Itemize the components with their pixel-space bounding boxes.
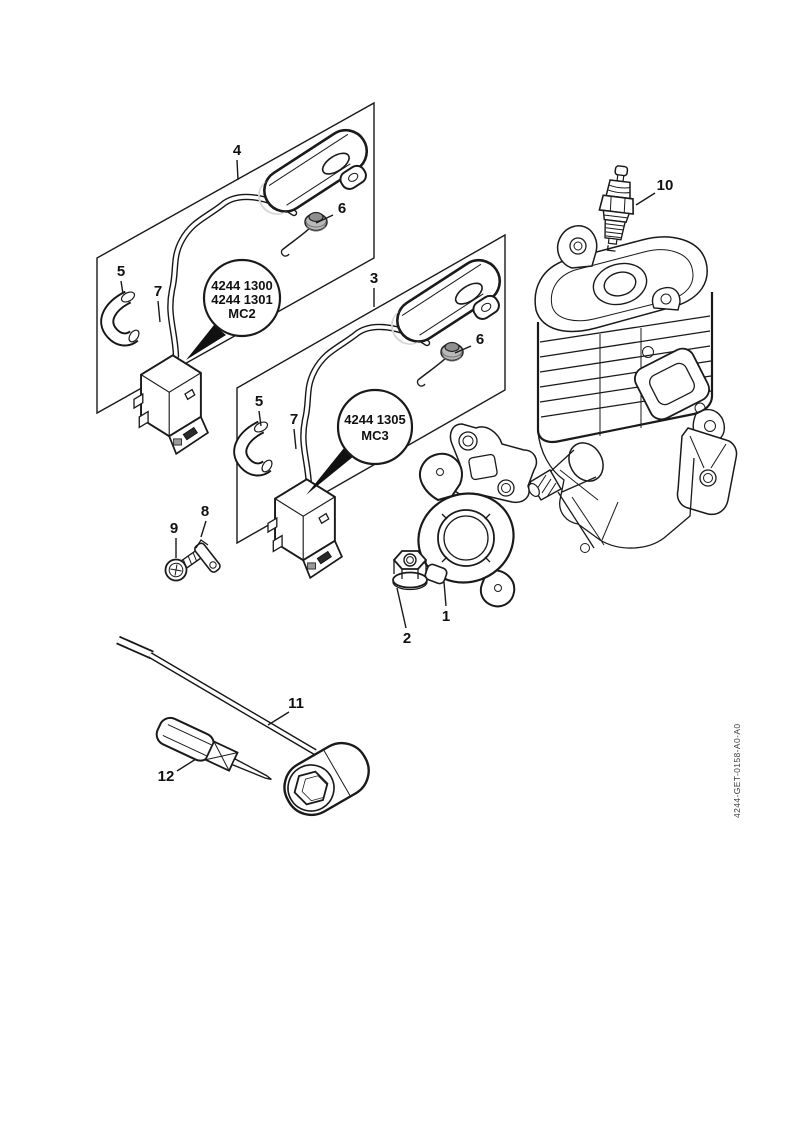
svg-text:5: 5 — [117, 263, 125, 280]
svg-text:2: 2 — [403, 630, 411, 647]
group-frame-4 — [96, 101, 375, 415]
bubble-mc2-line-1: 4244 1300 — [211, 278, 272, 293]
svg-text:7: 7 — [290, 411, 298, 428]
callout-2: 2 — [396, 587, 411, 647]
svg-text:7: 7 — [154, 283, 162, 300]
ignition-module-mc3 — [267, 478, 343, 579]
svg-text:6: 6 — [476, 331, 484, 348]
flange-nut — [392, 550, 428, 591]
contact-spring-2 — [416, 341, 464, 387]
screwdriver — [155, 716, 272, 781]
clip — [194, 539, 221, 573]
contact-spring-1 — [280, 211, 328, 257]
group-frame-3 — [236, 233, 506, 545]
socket-wrench — [116, 635, 370, 817]
callout-5-lower: 5 — [255, 393, 263, 427]
callout-7-upper: 7 — [154, 283, 162, 323]
svg-text:5: 5 — [255, 393, 263, 410]
svg-text:12: 12 — [158, 768, 175, 785]
engine-assembly — [449, 225, 738, 553]
bubble-mc2-line-3: MC2 — [228, 306, 255, 321]
variant-bubble-mc2: 4244 1300 4244 1301 MC2 — [186, 258, 282, 360]
spark-plug — [598, 165, 634, 252]
svg-text:9: 9 — [170, 520, 178, 537]
rubber-elbow-2 — [240, 420, 274, 474]
svg-text:1: 1 — [442, 608, 450, 625]
callout-7-lower: 7 — [290, 411, 298, 450]
callout-1: 1 — [442, 581, 450, 625]
bubble-mc3-line-2: MC3 — [361, 428, 388, 443]
variant-bubble-mc3: 4244 1305 MC3 — [306, 388, 414, 495]
svg-text:10: 10 — [657, 177, 674, 194]
callout-6-upper: 6 — [315, 200, 346, 224]
callout-10: 10 — [635, 177, 674, 206]
callout-6-lower: 6 — [454, 331, 484, 354]
rubber-elbow-1 — [107, 290, 141, 344]
callout-5-upper: 5 — [117, 263, 125, 295]
bubble-mc2-line-2: 4244 1301 — [211, 292, 272, 307]
svg-text:6: 6 — [338, 200, 346, 217]
callout-8: 8 — [200, 503, 209, 538]
callout-12: 12 — [158, 758, 197, 785]
svg-text:11: 11 — [288, 695, 304, 712]
svg-text:3: 3 — [370, 270, 378, 287]
bubble-mc3-line-1: 4244 1305 — [344, 412, 405, 427]
svg-text:8: 8 — [201, 503, 209, 520]
callout-3: 3 — [370, 270, 378, 307]
callout-11: 11 — [267, 695, 304, 726]
drawing-number: 4244-GET-0158-A0-A0 — [732, 723, 742, 818]
ignition-module-mc2 — [133, 354, 209, 455]
callout-4: 4 — [233, 142, 242, 181]
svg-text:4: 4 — [233, 142, 242, 159]
clamp — [417, 452, 516, 608]
callout-9: 9 — [170, 520, 178, 558]
